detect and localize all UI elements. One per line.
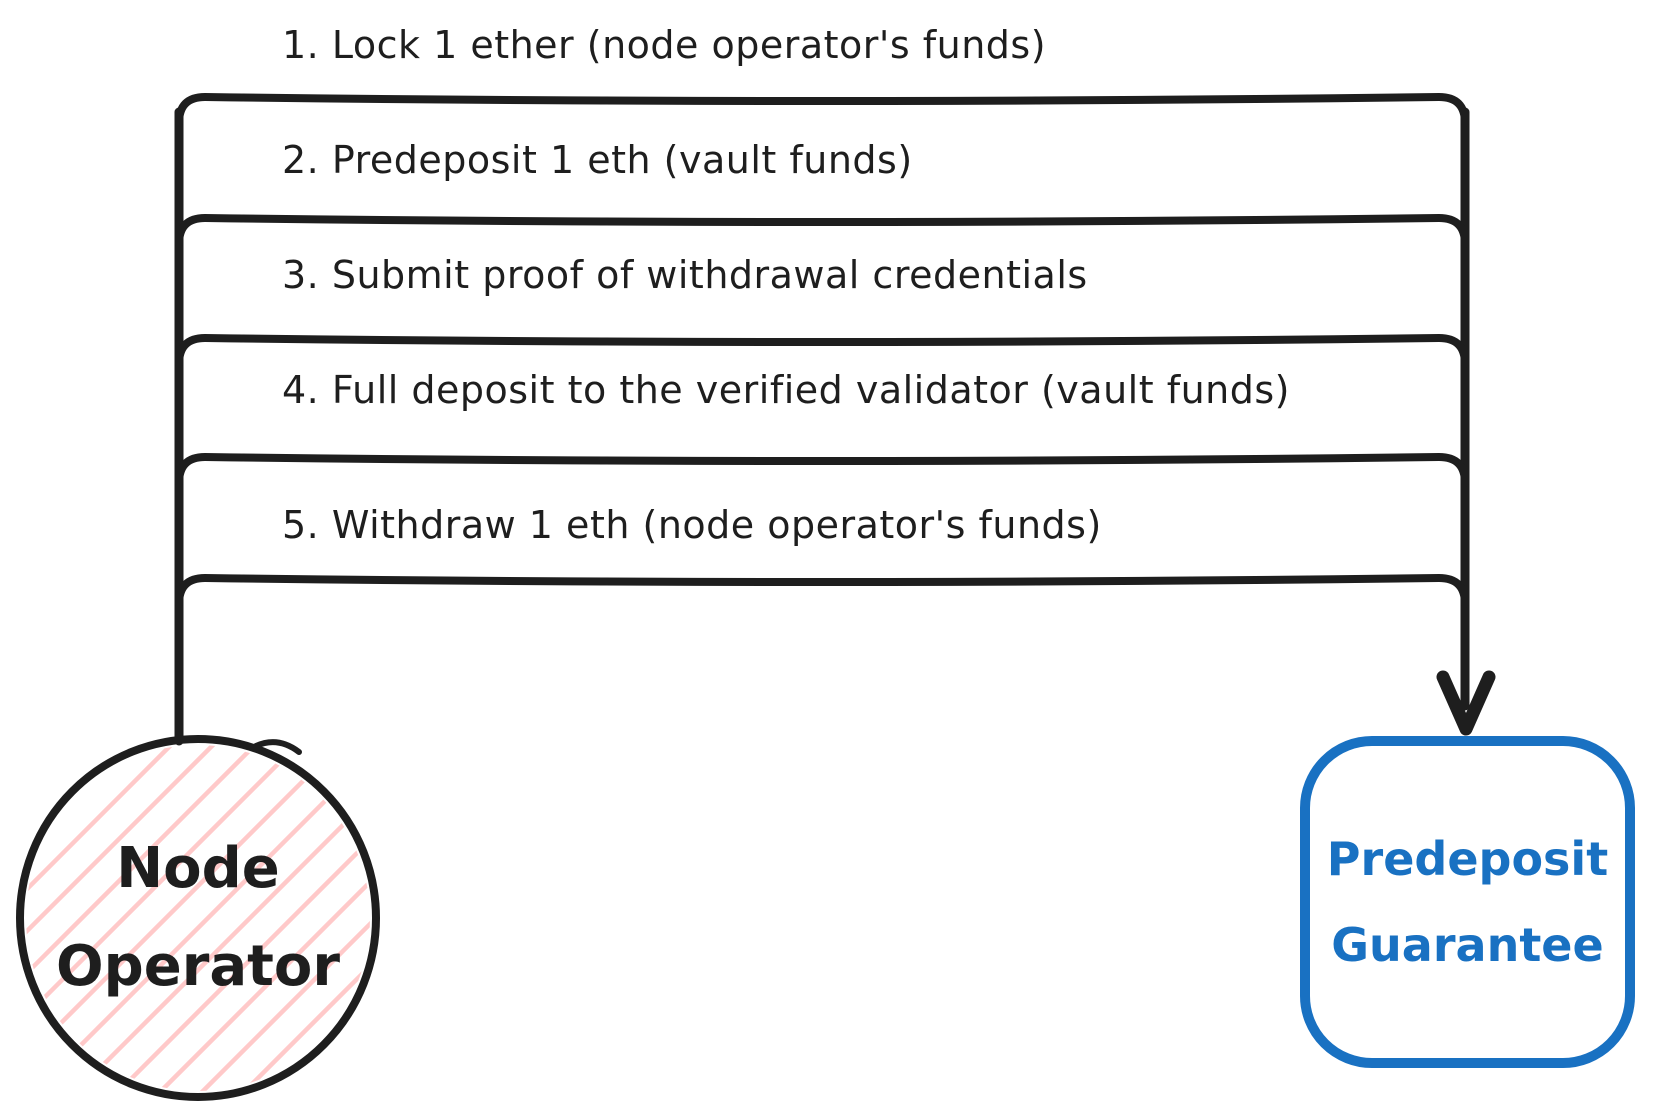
step-arrow-2: [175, 213, 1469, 248]
step-label-3: 3. Submit proof of withdrawal credential…: [282, 253, 1088, 297]
predeposit-guarantee-box: Predeposit Guarantee: [1300, 736, 1635, 1068]
node-operator-line2: Operator: [56, 934, 340, 999]
step-arrow-4: [175, 452, 1469, 487]
step-label-4: 4. Full deposit to the verified validato…: [282, 368, 1290, 412]
predeposit-guarantee-line2: Guarantee: [1331, 918, 1604, 972]
node-operator-label: Node Operator: [20, 752, 376, 1084]
step-label-1: 1. Lock 1 ether (node operator's funds): [282, 23, 1047, 67]
step-label-2: 2. Predeposit 1 eth (vault funds): [282, 138, 913, 182]
circle-stroke-detail: [253, 739, 302, 755]
step-label-5: 5. Withdraw 1 eth (node operator's funds…: [282, 503, 1102, 547]
arrowhead-icon: [1436, 670, 1496, 736]
node-operator-hachure: [26, 745, 370, 1091]
node-operator-line1: Node: [116, 836, 280, 901]
node-operator-circle: [16, 735, 380, 1101]
step-arrow-5: [175, 573, 1469, 608]
predeposit-guarantee-line1: Predeposit: [1326, 832, 1609, 886]
step-arrow-3: [175, 333, 1469, 368]
step-arrow-1: [175, 92, 1469, 127]
